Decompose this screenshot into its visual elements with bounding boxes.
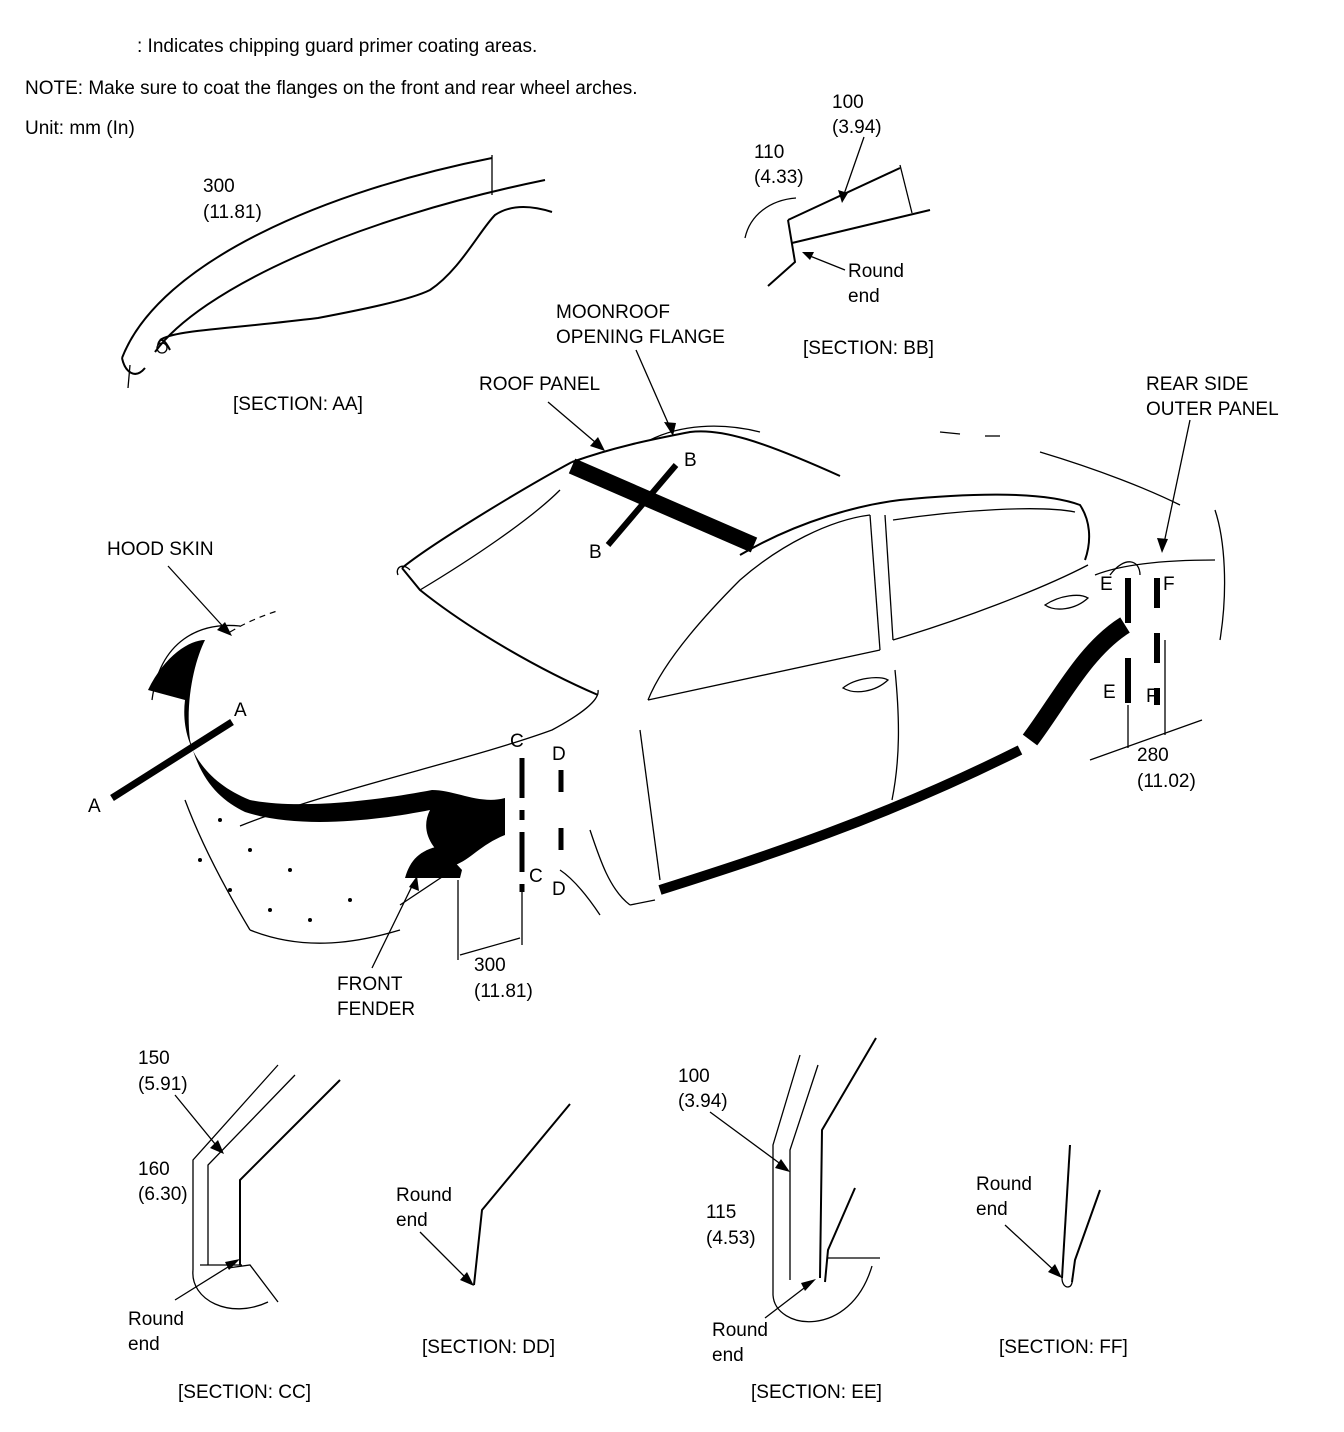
rocker-coating — [658, 745, 1023, 895]
moonroof-label-2: OPENING FLANGE — [556, 327, 725, 348]
roof-panel-coating — [568, 458, 758, 553]
marker-e-bottom: E — [1103, 682, 1116, 703]
front-fender-label-2: FENDER — [337, 999, 415, 1020]
roof-panel-leader — [547, 401, 603, 449]
section-cc-round-2: end — [128, 1334, 160, 1355]
rear-arch-coating — [1022, 617, 1130, 746]
section-ee-round-2: end — [712, 1345, 744, 1366]
section-ee-title: [SECTION: EE] — [751, 1382, 882, 1403]
section-ff-title: [SECTION: FF] — [999, 1337, 1128, 1358]
section-cc-dim1-mm: 150 — [138, 1048, 170, 1069]
front-fender-label-1: FRONT — [337, 974, 403, 995]
section-dd-title: [SECTION: DD] — [422, 1337, 555, 1358]
marker-d-top: D — [552, 744, 566, 765]
marker-a-bottom: A — [88, 796, 101, 817]
section-bb-dim1-mm: 100 — [832, 92, 864, 113]
rear-side-label-1: REAR SIDE — [1146, 374, 1248, 395]
front-dim-mm: 300 — [474, 955, 506, 976]
hood-skin-leader — [167, 565, 229, 633]
hood-skin-label: HOOD SKIN — [107, 539, 214, 560]
section-ee-dim1-mm: 100 — [678, 1066, 710, 1087]
marker-f-top: F — [1163, 574, 1175, 595]
front-dim-in: (11.81) — [474, 981, 533, 1002]
section-bb-drawing — [744, 136, 931, 287]
front-dim-line — [459, 937, 521, 956]
section-bb-dim1-in: (3.94) — [832, 117, 882, 138]
section-ee-dim2-in: (4.53) — [706, 1228, 756, 1249]
section-markers — [110, 463, 1160, 892]
rear-dim-in: (11.02) — [1137, 771, 1196, 792]
hood-skin-coating — [148, 640, 505, 865]
section-cc-dim2-mm: 160 — [138, 1159, 170, 1180]
marker-c-top: C — [510, 731, 524, 752]
section-ee-drawing — [709, 1037, 880, 1323]
unit-text: Unit: mm (In) — [25, 118, 135, 139]
car-body — [148, 425, 1226, 944]
section-ee-dim2-mm: 115 — [706, 1202, 736, 1223]
section-cc-drawing — [174, 1064, 341, 1310]
section-cc-round-1: Round — [128, 1309, 184, 1330]
section-aa-drawing — [121, 155, 553, 389]
marker-e-top: E — [1100, 574, 1113, 595]
section-dd-drawing — [419, 1103, 571, 1286]
marker-d-bottom: D — [552, 879, 566, 900]
front-fender-coating — [405, 846, 462, 878]
section-aa-dim-mm: 300 — [203, 176, 235, 197]
section-bb-round-2: end — [848, 286, 880, 307]
marker-c-bottom: C — [529, 866, 543, 887]
moonroof-leader — [635, 349, 673, 433]
marker-f-bottom: F — [1146, 686, 1158, 707]
section-cc-dim2-in: (6.30) — [138, 1184, 188, 1205]
section-aa-title: [SECTION: AA] — [233, 394, 363, 415]
roof-panel-label: ROOF PANEL — [479, 374, 600, 395]
rear-dim-mm: 280 — [1137, 745, 1169, 766]
section-bb-title: [SECTION: BB] — [803, 338, 934, 359]
section-bb-round-1: Round — [848, 261, 904, 282]
rear-side-leader — [1162, 419, 1191, 549]
section-dd-round-1: Round — [396, 1185, 452, 1206]
section-bb-dim2-mm: 110 — [754, 142, 784, 163]
rear-dim-line — [1089, 719, 1203, 761]
marker-a-top: A — [234, 700, 247, 721]
section-ff-round-2: end — [976, 1199, 1008, 1220]
section-cc-title: [SECTION: CC] — [178, 1382, 311, 1403]
section-bb-dim2-in: (4.33) — [754, 167, 804, 188]
marker-b-top: B — [684, 450, 697, 471]
section-cc-dim1-in: (5.91) — [138, 1074, 188, 1095]
moonroof-label-1: MOONROOF — [556, 302, 670, 323]
section-ff-drawing — [1004, 1144, 1101, 1288]
section-aa-dim-in: (11.81) — [203, 202, 262, 223]
section-ee-round-1: Round — [712, 1320, 768, 1341]
legend-text: : Indicates chipping guard primer coatin… — [137, 36, 537, 57]
note-text: NOTE: Make sure to coat the flanges on t… — [25, 78, 638, 99]
section-ee-dim1-in: (3.94) — [678, 1091, 728, 1112]
rear-side-label-2: OUTER PANEL — [1146, 399, 1279, 420]
section-ff-round-1: Round — [976, 1174, 1032, 1195]
marker-b-bottom: B — [589, 542, 602, 563]
front-fender-leader — [371, 879, 416, 969]
section-dd-round-2: end — [396, 1210, 428, 1231]
